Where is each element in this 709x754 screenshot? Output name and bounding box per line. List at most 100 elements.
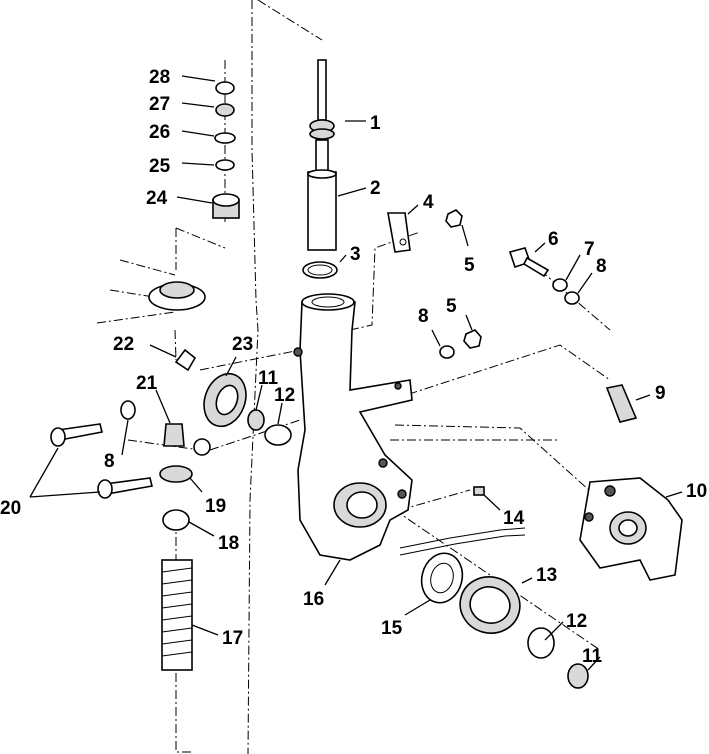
bolt-6-group [508, 247, 580, 305]
coil-3 [161, 591, 193, 597]
leader-4 [407, 204, 419, 215]
leader-lines [29, 75, 683, 671]
leader-2 [337, 187, 367, 197]
washer-8-left [120, 400, 136, 420]
callout-8-right: 8 [596, 256, 607, 277]
bracket-plate [387, 212, 411, 253]
callout-21: 21 [136, 373, 158, 394]
coil-6 [161, 627, 193, 633]
hub-axis-line [379, 499, 601, 651]
sensor-line [399, 489, 471, 511]
callout-labels: 1 2 3 4 5 5 6 7 8 8 8 9 10 11 11 12 12 1… [0, 67, 707, 667]
leader-12b [544, 621, 564, 641]
leader-26 [181, 130, 215, 137]
part-26-washer [214, 132, 236, 144]
callout-11-left: 11 [258, 368, 279, 389]
main-center-line [247, 0, 259, 754]
caliper-bolt-hole [604, 485, 616, 497]
bearing-11-left [247, 409, 265, 431]
leader-25 [181, 162, 215, 166]
knuckle-to-caliper-line [394, 424, 601, 501]
mount-left-line-c [96, 311, 176, 324]
leader-14 [483, 494, 501, 511]
race-12-left [264, 424, 292, 446]
coil-1 [161, 567, 193, 573]
spring-body [161, 559, 193, 671]
callout-4: 4 [423, 192, 434, 213]
bolt-20-upper-head [50, 427, 66, 447]
callout-1: 1 [370, 113, 381, 134]
shock-body-top [307, 169, 337, 179]
leader-5a [461, 224, 469, 247]
callout-20: 20 [0, 498, 21, 519]
callout-14: 14 [503, 508, 525, 529]
knuckle-arm-hole [394, 382, 402, 390]
callout-5-lower: 5 [446, 296, 457, 317]
knuckle-hole-a [293, 347, 303, 357]
bolt-20-lower-head [97, 479, 113, 499]
mount-top [159, 281, 195, 299]
shock-rod [317, 59, 327, 121]
caliper-mount-hole [584, 512, 594, 522]
leader-28 [181, 75, 216, 82]
callout-22: 22 [113, 334, 134, 355]
steering-knuckle [293, 293, 413, 561]
callout-5-upper: 5 [464, 255, 475, 276]
callout-28: 28 [149, 67, 170, 88]
callout-16: 16 [303, 589, 324, 610]
sensor-cable-b [399, 534, 526, 556]
part-24-top [212, 193, 240, 207]
part-25-washer [215, 159, 235, 171]
callout-15: 15 [381, 618, 403, 639]
upper-mount-diag-line [175, 227, 226, 249]
race-13-inner [469, 586, 511, 624]
knuckle-hub-bore [346, 491, 378, 519]
callout-26: 26 [149, 122, 170, 143]
right-hub-parts [420, 552, 589, 689]
callout-8-mid: 8 [418, 306, 429, 327]
bolt-6-shank [522, 256, 550, 278]
coil-4 [161, 603, 193, 609]
leader-17 [191, 624, 219, 636]
part-9-pad [605, 384, 638, 423]
callout-2: 2 [370, 178, 381, 199]
spring-17 [161, 559, 193, 671]
callout-19: 19 [205, 496, 226, 517]
callout-23: 23 [232, 334, 253, 355]
shock-body [307, 171, 337, 251]
coil-2 [161, 579, 193, 585]
knuckle-hole-c [397, 489, 407, 499]
left-hardware [50, 348, 211, 531]
top-center-line [257, 0, 323, 41]
bracket-hole [399, 238, 407, 246]
callout-8-left: 8 [104, 451, 115, 472]
nut-5-lower [463, 329, 482, 349]
leader-11b [587, 656, 601, 671]
leader-18 [188, 521, 215, 537]
seal-15-inner [430, 562, 454, 594]
part-22-stud [174, 348, 197, 372]
caliper-10 [579, 477, 683, 581]
leader-8-mid [431, 329, 441, 347]
callout-17: 17 [222, 628, 243, 649]
callout-10: 10 [686, 481, 707, 502]
sensor-cable-a [399, 527, 526, 549]
leader-13 [521, 577, 533, 584]
top-stack [212, 81, 240, 219]
seal-15 [420, 552, 464, 604]
arm-to-part9-line [359, 344, 611, 411]
part-21-fitting [163, 423, 185, 447]
leader-3 [339, 254, 347, 263]
leader-6 [534, 242, 546, 253]
callout-18: 18 [218, 533, 239, 554]
bolt22-line [174, 329, 177, 361]
leader-7 [565, 254, 581, 281]
leader-10 [665, 491, 683, 498]
leader-15 [404, 599, 431, 616]
washer-8-right [564, 291, 580, 305]
callout-7: 7 [584, 239, 595, 260]
leader-8-right [577, 272, 593, 294]
callout-6: 6 [548, 229, 559, 250]
leader-16 [324, 559, 341, 586]
washer-8-mid [439, 345, 455, 359]
